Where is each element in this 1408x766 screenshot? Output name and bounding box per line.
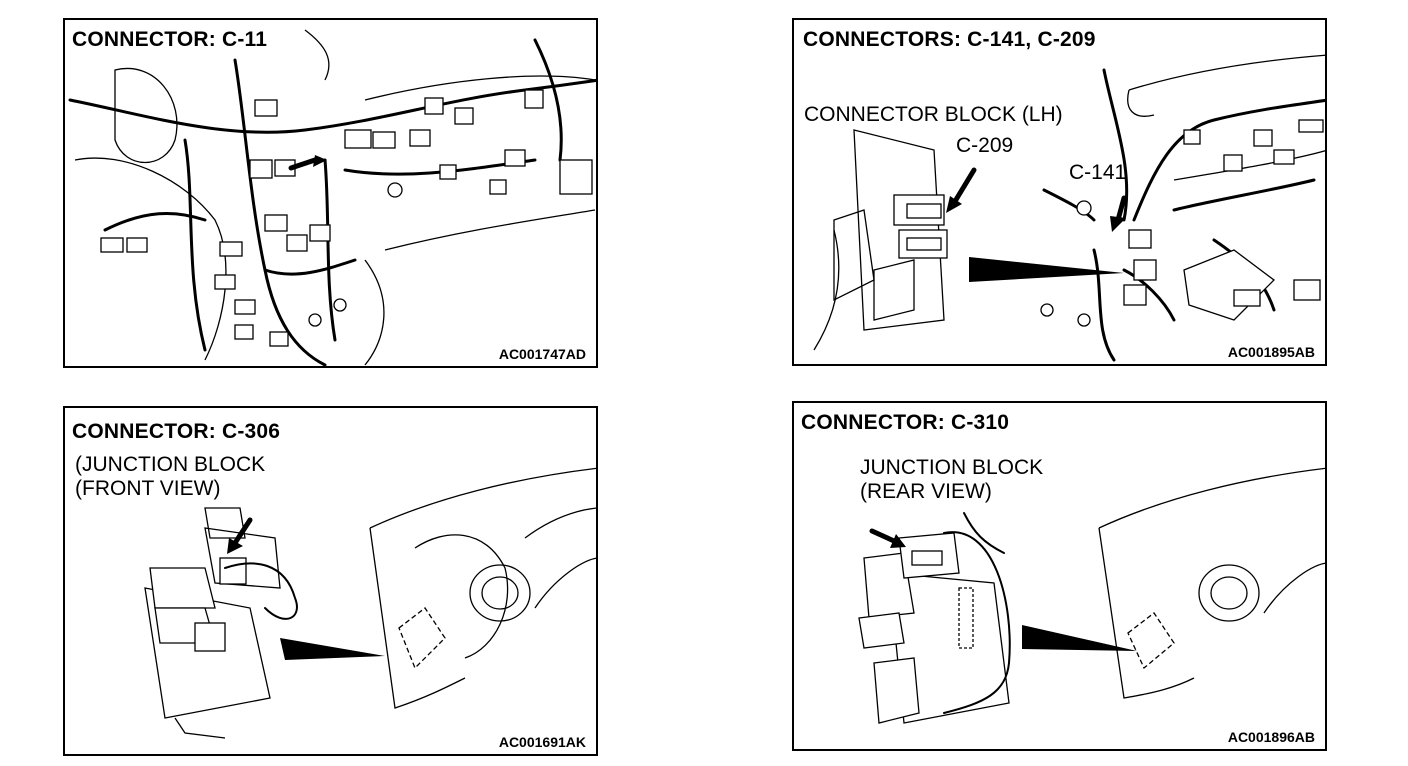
- c310-line2: (REAR VIEW): [860, 480, 992, 503]
- panel-c310: CONNECTOR: C-310 JUNCTION BLOCK (REAR VI…: [792, 401, 1327, 751]
- illustration-c310-junction-block: [858, 467, 1325, 724]
- panel-c306-code: AC001691AK: [498, 734, 586, 750]
- panel-c310-code: AC001896AB: [1227, 729, 1315, 745]
- panel-c11-title: CONNECTOR: C-11: [69, 28, 271, 52]
- c306-line1: (JUNCTION BLOCK: [75, 453, 266, 476]
- illustration-c11-harness: [68, 29, 596, 366]
- c310-line1: JUNCTION BLOCK: [860, 456, 1044, 479]
- panel-c306-title: CONNECTOR: C-306: [69, 420, 284, 444]
- c209-label: C-209: [956, 134, 1014, 157]
- illustration-c141-connector-block: [813, 54, 1325, 362]
- panel-c11: CONNECTOR: C-11 AC001747AD: [63, 18, 598, 368]
- panel-c310-title: CONNECTOR: C-310: [798, 411, 1013, 435]
- panel-c141-c209: CONNECTORS: C-141, C-209 CONNECTOR BLOCK…: [792, 18, 1327, 366]
- panel-c11-code: AC001747AD: [498, 346, 586, 362]
- panel-c306: CONNECTOR: C-306 (JUNCTION BLOCK (FRONT …: [63, 406, 598, 756]
- panel-c141-title: CONNECTORS: C-141, C-209: [800, 28, 1099, 52]
- c306-line2: (FRONT VIEW): [75, 477, 221, 500]
- illustration-c306-junction-block: [144, 467, 596, 739]
- panel-c141-code: AC001895AB: [1227, 344, 1315, 360]
- c141-label: C-141: [1069, 161, 1127, 184]
- connector-block-lh-label: CONNECTOR BLOCK (LH): [804, 103, 1063, 126]
